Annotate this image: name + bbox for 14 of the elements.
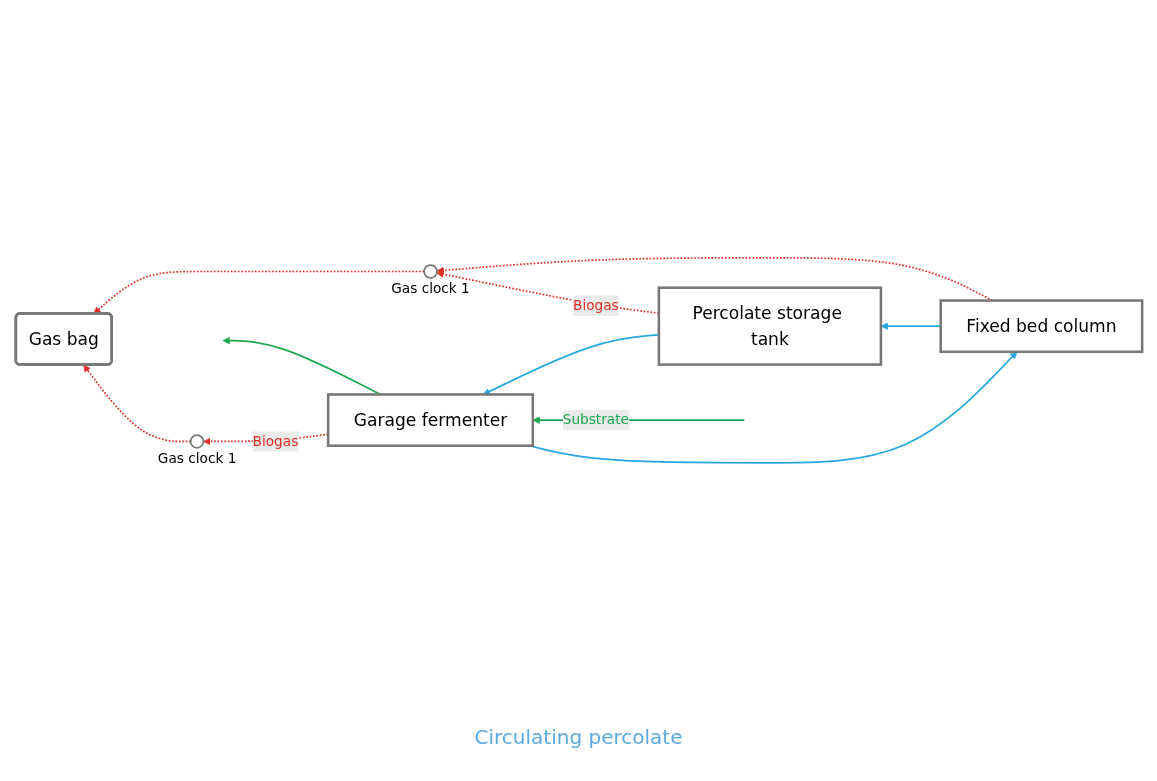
node-circle <box>422 263 438 279</box>
node-circle <box>189 433 204 449</box>
node-caption: Gas clock 1 <box>390 279 470 296</box>
edge-label: Substrate <box>562 411 629 428</box>
arrow <box>221 336 381 395</box>
note-text: Circulating percolate <box>474 725 683 749</box>
node-box: Garage fermenter <box>326 392 534 447</box>
edge-label: Biogas <box>252 432 298 449</box>
arrow <box>82 364 191 442</box>
node-box: Percolate storage tank <box>657 286 882 366</box>
node-caption: Gas clock 1 <box>157 449 236 466</box>
edge-label: Biogas <box>572 296 619 314</box>
arrow <box>92 270 425 314</box>
node-box: Fixed bed column <box>938 298 1143 353</box>
